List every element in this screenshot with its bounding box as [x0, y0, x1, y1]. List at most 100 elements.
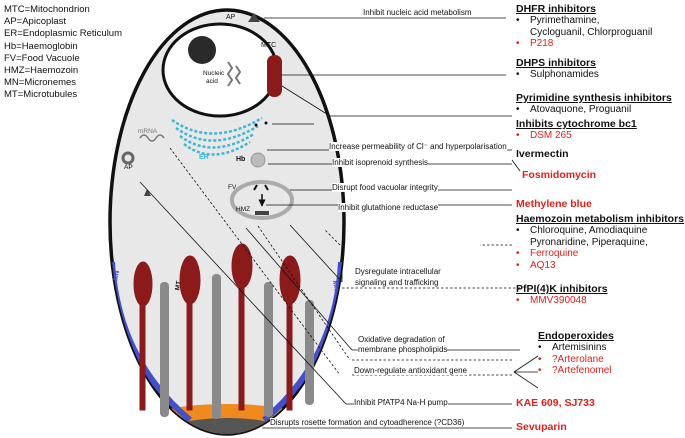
haemozoin-group: Haemozoin metabolism inhibitors • Chloroq…: [516, 213, 684, 271]
drug-item: Pyronaridine, Piperaquine,: [530, 236, 648, 248]
cytb-group: Inhibits cytochrome bc1 • DSM 265: [516, 118, 637, 142]
label-mn-right: MN: [330, 280, 340, 292]
mech-rosette: Disrupts rosette formation and cytoadher…: [270, 418, 465, 428]
drug-item: Sulphonamides: [530, 69, 599, 81]
label-mtc: MTC: [261, 42, 277, 49]
dhps-heading: DHPS inhibitors: [516, 57, 596, 69]
pfpi4k-group: PfPI(4)K inhibitors • MMV390048: [516, 283, 608, 307]
bullet: •: [538, 353, 542, 365]
endoperoxides-group: Endoperoxides • Artemisinins • ?Arterolane…: [538, 330, 614, 377]
label-er: ER: [199, 154, 209, 161]
mech-nucleic-acid: Inhibit nucleic acid metabolism: [363, 8, 472, 18]
kae-label: KAE 609, SJ733: [516, 397, 595, 409]
mech-cl-permeability: Increase permeability of Cl⁻ and hyperpo…: [329, 142, 507, 152]
mech-dysregulate-1: Dysregulate intracellular: [355, 267, 441, 277]
connector-signaling: [289, 224, 343, 283]
connector-fosmido: [511, 159, 521, 172]
pfpi4k-heading: PfPI(4)K inhibitors: [516, 283, 608, 295]
drug-item: Cycloguanil, Chlorproguanil: [530, 26, 653, 38]
mech-oxidative-2: membrane phospholipids: [358, 345, 448, 355]
drug-item: Pyrimethamine,: [530, 15, 600, 27]
drug-item: Artemisinins: [552, 342, 607, 354]
bullet: •: [516, 225, 520, 237]
dhps-group: DHPS inhibitors • Sulphonamides: [516, 57, 599, 81]
label-ap-left: AP: [124, 164, 133, 171]
legend-item: MTC=Mitochondrion: [4, 4, 90, 15]
mitochondrion: [267, 55, 282, 97]
label-ap-top: AP: [226, 14, 236, 21]
microneme-group: [133, 243, 301, 411]
drug-item-red: AQ13: [530, 259, 556, 271]
mech-isoprenoid: Inhibit isoprenoid synthesis: [332, 158, 429, 168]
drug-item-red: DSM 265: [530, 130, 572, 142]
legend: MTC=Mitochondrion AP=Apicoplast ER=Endop…: [4, 4, 122, 102]
label-mt: MT: [174, 280, 183, 291]
ivermectin-label: Ivermectin: [516, 148, 569, 160]
pyrimidine-group: Pyrimidine synthesis inhibitors • Atovaqu…: [516, 92, 672, 116]
connector-down-reg: [169, 147, 341, 376]
bullet: •: [538, 365, 542, 377]
drug-item: Atovaquone, Proguanil: [530, 104, 632, 116]
bullet: •: [516, 38, 520, 50]
label-mrna: mRNA: [138, 128, 158, 135]
connector-hmz-long: [257, 225, 351, 361]
haemoglobin: [250, 152, 266, 168]
sevuparin-label: Sevuparin: [516, 421, 567, 433]
dhfr-group: DHFR inhibitors •Pyrimethamine, Cyclogua…: [516, 3, 652, 50]
apical-complex-core: [167, 418, 287, 434]
mech-fv-integrity: Disrupt food vacuolar integrity: [332, 183, 438, 193]
dot: [264, 121, 268, 125]
connector-oxidative: [245, 227, 353, 351]
bullet: •: [516, 104, 520, 116]
mech-pfatp4: Inhibit PfATP4 Na-H pump: [354, 398, 448, 408]
label-nucleic-2: acid: [206, 78, 218, 85]
mrna-strand: [139, 134, 165, 142]
chromatin: [226, 61, 242, 87]
mech-oxidative-1: Oxidative degradation of: [358, 335, 445, 345]
mech-dysregulate-2: signaling and trafficking: [355, 278, 439, 288]
bullet: •: [516, 259, 520, 271]
apicoplast-left: [121, 151, 135, 165]
nucleolus: [188, 36, 216, 64]
haemozoin-crystals: [253, 184, 269, 191]
endoperoxides-bracket: [513, 355, 539, 389]
legend-item: MN=Micronemes: [4, 77, 77, 89]
label-fv: FV: [228, 184, 237, 191]
legend-item: FV=Food Vacuole: [4, 52, 80, 64]
drug-item-red: ?Arterolane: [552, 353, 604, 365]
bullet: •: [516, 130, 520, 142]
microtubule-group: [160, 274, 314, 419]
bullet: •: [516, 248, 520, 260]
dot: [254, 123, 258, 127]
endoperoxides-heading: Endoperoxides: [538, 330, 614, 342]
label-hb: Hb: [236, 156, 246, 163]
cytb-heading: Inhibits cytochrome bc1: [516, 118, 637, 130]
food-vacuole: [230, 180, 294, 220]
endoplasmic-reticulum: [171, 116, 263, 156]
methylene-blue-label: Methylene blue: [516, 198, 592, 210]
connector-pfatp4: [139, 181, 347, 405]
mech-antioxidant: Down-regulate antioxidant gene: [354, 366, 467, 376]
apicoplast-top: [248, 13, 260, 22]
legend-item: ER=Endoplasmic Reticulum: [4, 28, 123, 40]
haemozoin-heading: Haemozoin metabolism inhibitors: [516, 213, 685, 225]
bullet: •: [516, 15, 520, 27]
bullet: •: [516, 295, 520, 307]
legend-item: MT=Microtubules: [4, 89, 78, 101]
connector-mtc: [281, 85, 331, 117]
mech-gr: Inhibit glutathione reductase: [338, 203, 439, 213]
connector-hmz-in: [324, 229, 341, 246]
drug-item-red: MMV390048: [530, 295, 587, 307]
pyrimidine-heading: Pyrimidine synthesis inhibitors: [516, 92, 672, 104]
drug-item: Chloroquine, Amodiaquine: [530, 225, 648, 237]
bullet: •: [516, 69, 520, 81]
legend-item: Hb=Haemoglobin: [4, 40, 78, 52]
legend-item: AP=Apicoplast: [4, 16, 67, 28]
drug-item-red: P218: [530, 38, 554, 50]
bullet: •: [538, 342, 542, 354]
legend-item: HMZ=Haemozoin: [4, 65, 79, 77]
label-nucleic-1: Nucleic: [203, 70, 225, 77]
apicoplast-marker: [144, 189, 151, 196]
fosmidomycin-label: Fosmidomycin: [522, 169, 597, 181]
